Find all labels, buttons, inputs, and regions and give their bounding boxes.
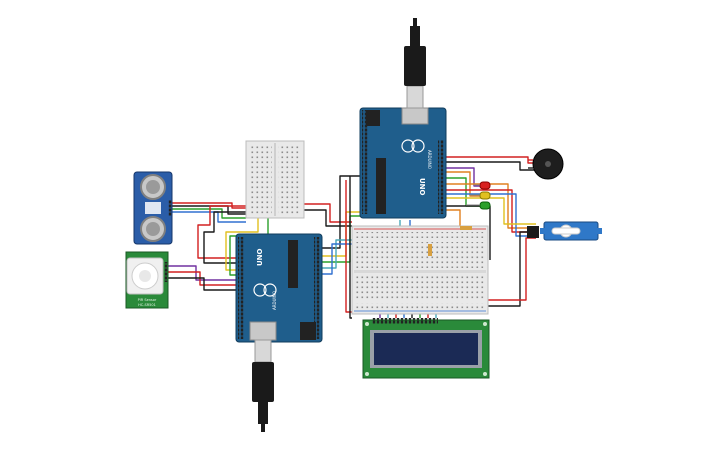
- wire-purple[interactable]: [446, 167, 482, 187]
- lcd-screen: [374, 333, 478, 365]
- power-jack: [300, 322, 316, 340]
- arduino-logo-icon: [253, 283, 267, 297]
- header-pins: [438, 140, 444, 214]
- wire-teal[interactable]: [322, 239, 352, 269]
- wire-green[interactable]: [446, 177, 482, 207]
- power-jack: [366, 110, 380, 126]
- usb-port: [249, 321, 277, 341]
- wire-red[interactable]: [304, 203, 352, 223]
- arduino-uno-a[interactable]: UNO ARDUINO: [235, 233, 323, 343]
- wire-black[interactable]: [446, 161, 536, 171]
- wire-orange[interactable]: [446, 183, 536, 229]
- lcd-pins: [372, 318, 438, 324]
- pir-sensor[interactable]: PIR Sensor HC-SR501: [125, 251, 169, 309]
- wire-black[interactable]: [203, 211, 246, 264]
- pir-label-top: PIR Sensor: [138, 298, 157, 302]
- arduino-uno-b[interactable]: UNO ARDUINO: [359, 107, 447, 219]
- breadboard[interactable]: [351, 225, 489, 315]
- led-red[interactable]: [474, 181, 491, 190]
- wire-red[interactable]: [345, 180, 352, 313]
- wire-black[interactable]: [168, 277, 236, 291]
- wire-green[interactable]: [229, 218, 269, 276]
- chip: [376, 158, 386, 214]
- wire-green[interactable]: [172, 208, 246, 219]
- chip: [288, 240, 298, 288]
- brand-label: ARDUINO: [427, 150, 432, 169]
- header-pins: [238, 237, 244, 339]
- pir-label-bottom: HC-SR501: [138, 303, 156, 307]
- arduino-logo-icon: [401, 139, 415, 153]
- mini-breadboard[interactable]: [245, 140, 305, 219]
- wire-blue[interactable]: [322, 243, 352, 275]
- usb-cable-bottom: [252, 339, 274, 432]
- header-pins: [362, 110, 368, 214]
- lcd-display[interactable]: [362, 318, 490, 379]
- board-label: UNO: [256, 248, 264, 266]
- wire-black[interactable]: [349, 176, 352, 319]
- resistor: [460, 226, 472, 230]
- servo-motor[interactable]: [527, 221, 602, 241]
- wire-black[interactable]: [488, 231, 536, 307]
- ultrasonic-sensor[interactable]: [133, 171, 173, 245]
- wire-black[interactable]: [172, 205, 246, 215]
- wire-purple[interactable]: [168, 265, 236, 281]
- piezo-buzzer[interactable]: [528, 148, 564, 180]
- brand-label: ARDUINO: [272, 291, 277, 310]
- wire-black[interactable]: [304, 209, 352, 227]
- wire-yellow[interactable]: [446, 197, 536, 225]
- usb-cable-top: [404, 18, 426, 109]
- led-yellow[interactable]: [470, 191, 491, 200]
- wire-red[interactable]: [488, 237, 536, 301]
- usb-port: [401, 107, 429, 125]
- board-label: UNO: [418, 178, 426, 196]
- wire-blue[interactable]: [172, 211, 246, 223]
- led-green[interactable]: [466, 201, 491, 210]
- resistor: [428, 244, 432, 256]
- header-pins: [314, 237, 320, 339]
